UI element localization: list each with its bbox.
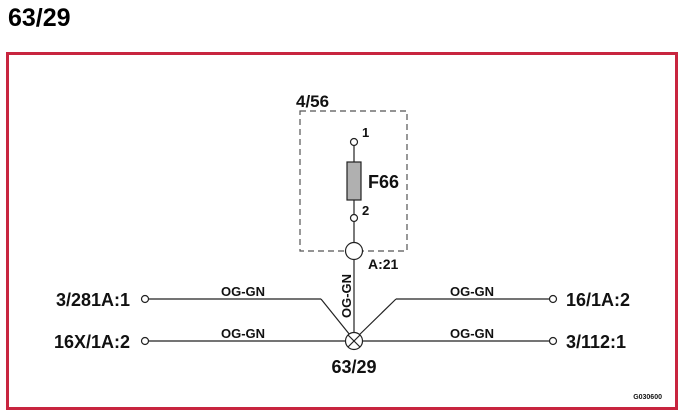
terminal-right-top <box>548 294 558 304</box>
fuse-pin-2-label: 2 <box>362 203 369 218</box>
fuse-f66-symbol <box>346 161 362 201</box>
fuse-pin-1 <box>349 137 359 147</box>
vertical-wire-color: OG-GN <box>339 274 354 318</box>
connection-label-left-bottom: 16X/1A:2 <box>54 332 130 352</box>
wire-color-right-bottom: OG-GN <box>450 326 494 341</box>
connection-label-left-top: 3/281A:1 <box>56 290 130 310</box>
wire-color-right-top: OG-GN <box>450 284 494 299</box>
splice-label: 63/29 <box>331 357 376 377</box>
module-label: 4/56 <box>296 92 329 111</box>
wire-right-top-diag <box>353 298 397 341</box>
splice-symbol <box>344 331 364 351</box>
connection-label-right-bottom: 3/112:1 <box>566 332 626 352</box>
terminal-left-top <box>140 294 150 304</box>
terminal-right-bottom <box>548 336 558 346</box>
diagram-frame <box>6 52 678 410</box>
fuse-label: F66 <box>368 172 399 192</box>
wire-color-left-bottom: OG-GN <box>221 326 265 341</box>
fuse-pin-2 <box>349 213 359 223</box>
drawing-id: G030600 <box>633 394 662 401</box>
terminal-left-bottom <box>140 336 150 346</box>
connector-a21 <box>344 241 364 261</box>
connector-a21-label: A:21 <box>368 256 399 272</box>
wire-color-left-top: OG-GN <box>221 284 265 299</box>
page-title: 63/29 <box>8 4 71 32</box>
fuse-pin-1-label: 1 <box>362 125 369 140</box>
connection-label-right-top: 16/1A:2 <box>566 290 630 310</box>
wire-left-top-diag <box>320 298 355 341</box>
